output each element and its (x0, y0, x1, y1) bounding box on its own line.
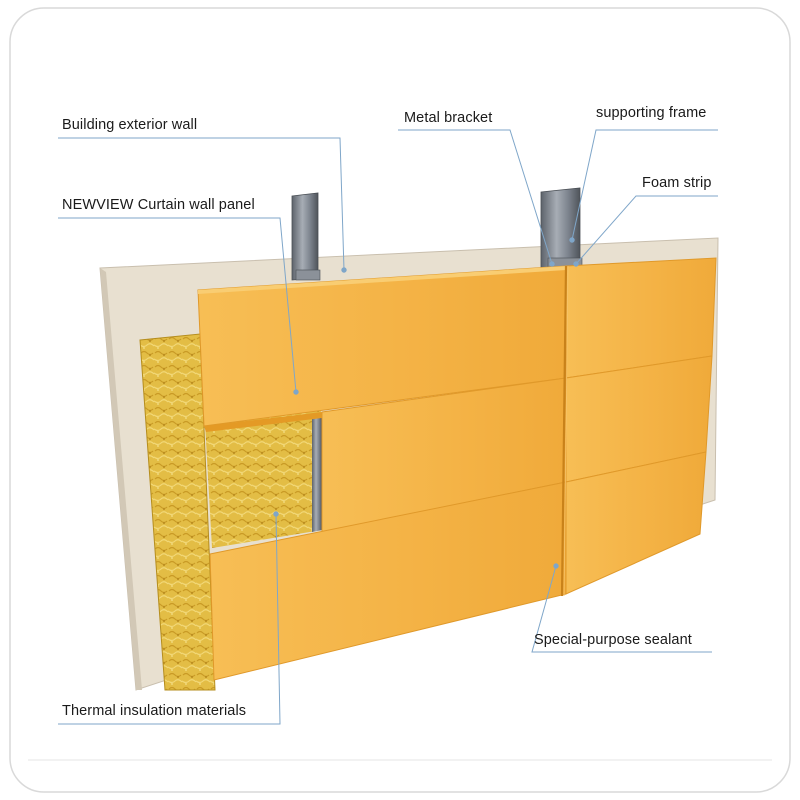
panel-bottom-right (565, 451, 707, 595)
leader-lines (58, 129, 718, 725)
supporting-frame-exposed (312, 414, 322, 532)
label-special-purpose-sealant: Special-purpose sealant (534, 632, 692, 648)
panel-top-edge (198, 266, 566, 294)
leader-foam-strip (575, 195, 718, 265)
sealant-joint-highlight (563, 265, 569, 597)
exterior-wall-edge (100, 268, 142, 690)
leader-metal-bracket (398, 129, 553, 265)
label-supporting-frame: supporting frame (596, 105, 707, 121)
leader-sealant (531, 565, 712, 653)
supporting-frame-left (291, 192, 319, 281)
outer-frame (9, 7, 791, 793)
label-metal-bracket: Metal bracket (404, 110, 493, 126)
leader-curtain-panel (58, 217, 297, 393)
leader-exterior-wall (58, 137, 345, 271)
sealant-joint (560, 265, 568, 597)
panel-shadow-edge (204, 412, 322, 432)
label-foam-strip: Foam strip (642, 175, 712, 191)
leader-supporting-frame (571, 129, 718, 241)
label-curtain-wall-panel: NEWVIEW Curtain wall panel (62, 197, 255, 213)
label-building-exterior-wall: Building exterior wall (62, 117, 198, 133)
leader-insulation (58, 513, 281, 725)
label-thermal-insulation: Thermal insulation materials (62, 703, 247, 719)
metal-bracket-left (295, 269, 321, 281)
thermal-insulation-block (139, 333, 216, 691)
